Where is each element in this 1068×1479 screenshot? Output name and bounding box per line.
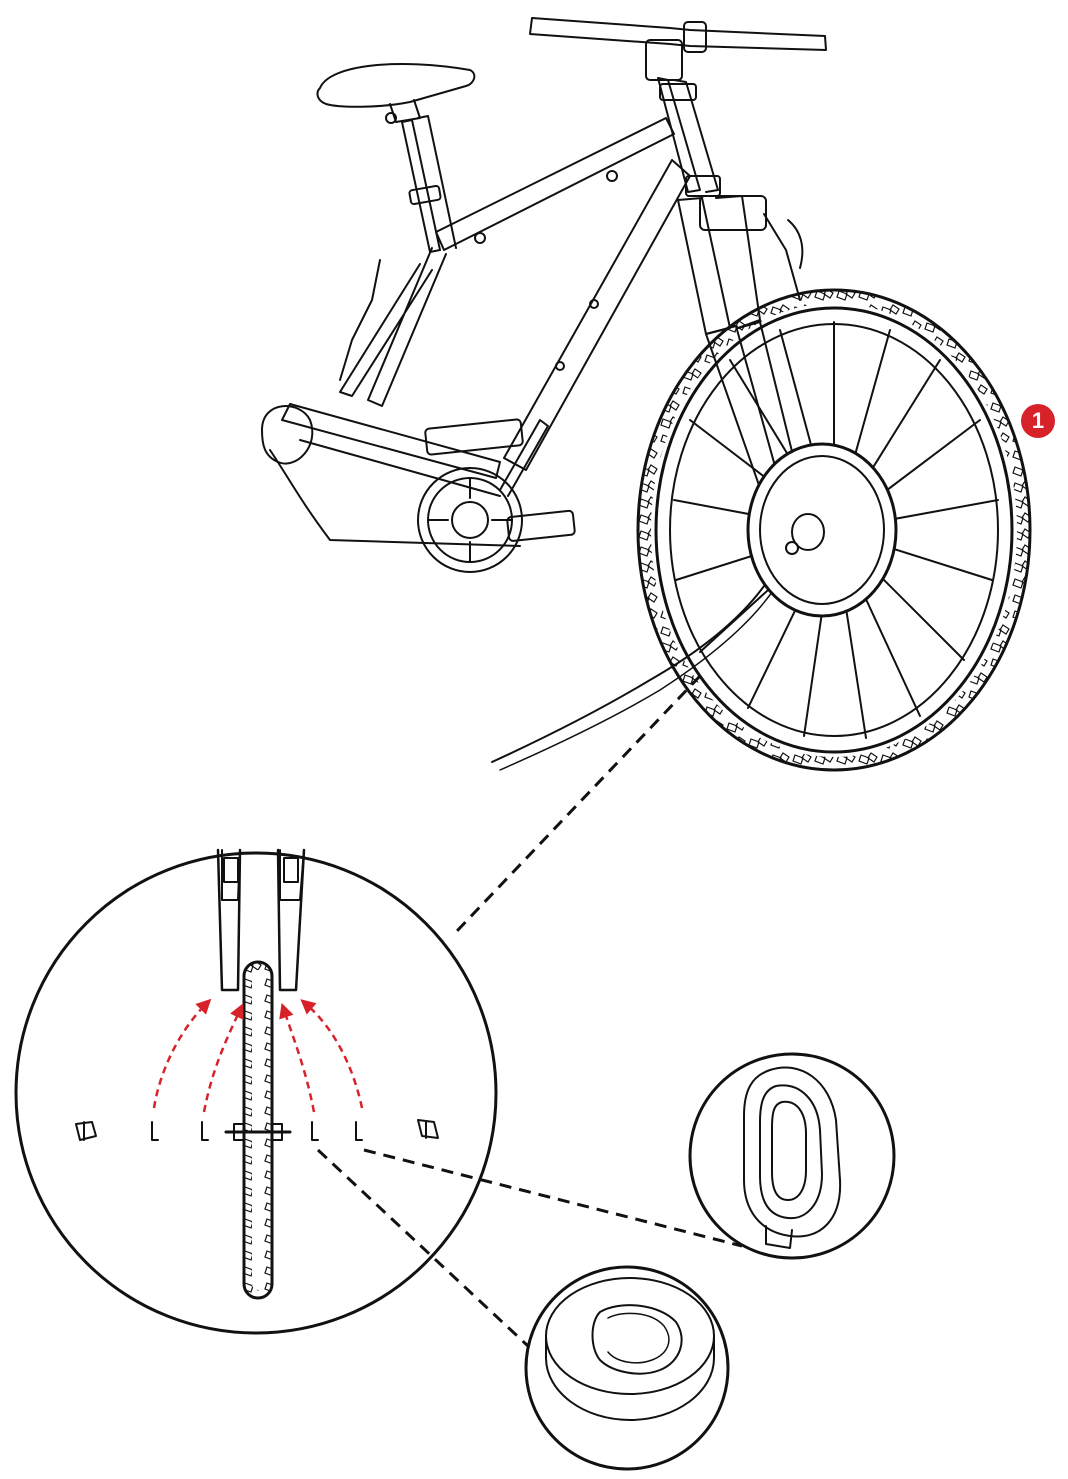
nut-right	[417, 1119, 439, 1139]
leader-line-washer-a	[363, 1148, 743, 1248]
washer-2	[201, 1121, 209, 1141]
pedal-right	[506, 509, 576, 542]
washer-detail-round	[524, 1265, 730, 1471]
head-tube	[657, 77, 719, 193]
top-tube	[435, 117, 675, 251]
saddle	[316, 63, 476, 124]
bicycle	[261, 17, 827, 771]
leader-line-main	[454, 674, 702, 934]
seat-tube	[401, 115, 457, 253]
pedal-left	[424, 418, 524, 456]
step-number-badge: 1	[1021, 404, 1055, 438]
handlebar	[529, 17, 827, 81]
washer-1	[151, 1121, 159, 1141]
washer-4	[355, 1121, 363, 1141]
seat-stays	[339, 247, 447, 407]
leader-line-washer-b	[316, 1148, 530, 1348]
washer-detail-oval	[688, 1052, 896, 1260]
washer-3	[311, 1121, 319, 1141]
down-tube	[503, 159, 691, 471]
nut-left	[75, 1121, 97, 1141]
hub-motor	[746, 442, 898, 618]
chain-stays	[281, 403, 501, 497]
detail-circle-fork	[14, 848, 498, 1335]
front-wheel	[636, 288, 1032, 772]
chainring	[417, 419, 549, 573]
install-arrows	[152, 998, 364, 1113]
